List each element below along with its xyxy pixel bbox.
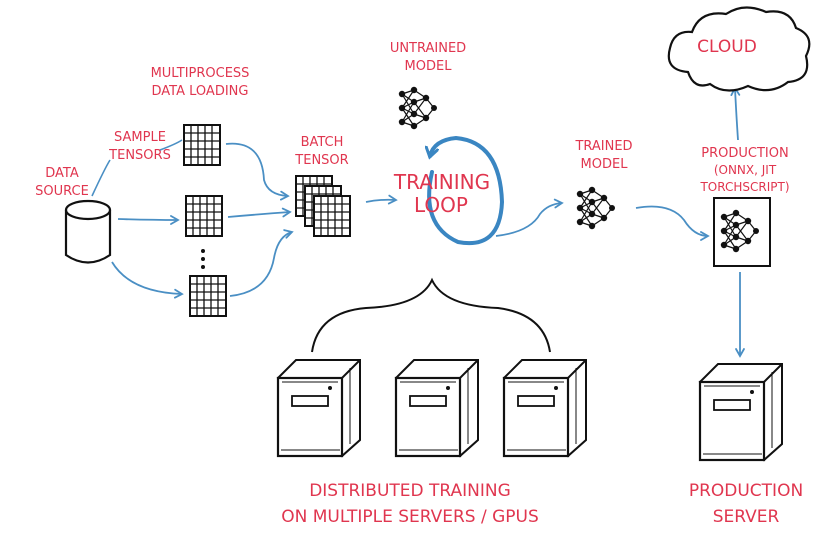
sample-pointer-line [91, 159, 111, 197]
training-server-icon-1 [276, 358, 362, 458]
multiprocess-label-2: DATA LOADING [152, 84, 249, 99]
training-server-icon-2 [394, 358, 480, 458]
trained-model-label-2: MODEL [581, 157, 629, 172]
training-loop-label-1: TRAINING [393, 170, 490, 194]
distributed-training-label-2: ON MULTIPLE SERVERS / GPUS [281, 507, 539, 527]
arrow-tensor2-to-batch [227, 207, 292, 218]
cloud-icon [667, 6, 811, 92]
untrained-model-label-1: UNTRAINED [390, 41, 466, 56]
untrained-neural-net-icon [398, 86, 438, 130]
batch-tensor-label-1: BATCH [301, 135, 344, 150]
tensor-grid-icon-1 [183, 124, 221, 166]
arrow-production-to-cloud [730, 86, 741, 141]
production-label-2: (ONNX, JIT [714, 163, 777, 177]
arrow-tensor1-to-batch [225, 142, 290, 201]
production-label-3: TORCHSCRIPT) [699, 180, 789, 194]
production-server-label-2: SERVER [713, 507, 780, 527]
multiprocess-label-1: MULTIPROCESS [151, 66, 250, 81]
arrow-trained-to-production [635, 205, 710, 241]
arrow-loop-to-trained [495, 198, 564, 237]
distributed-brace [311, 277, 551, 353]
arrow-source-to-tensor-3 [111, 261, 184, 299]
arrow-tensor3-to-batch [229, 229, 294, 297]
batch-tensor-label-2: TENSOR [294, 153, 348, 168]
arrow-batch-to-loop [365, 194, 398, 205]
training-loop-label-2: LOOP [414, 193, 468, 217]
sample-pointer-line-2 [159, 139, 183, 151]
ellipsis-dots-icon [201, 249, 205, 269]
batch-tensor-stack-icon [295, 175, 351, 237]
trained-neural-net-icon [576, 186, 616, 230]
data-source-cylinder-icon [64, 199, 112, 264]
arrow-source-to-tensor-2 [117, 215, 180, 225]
distributed-training-label-1: DISTRIBUTED TRAINING [309, 481, 511, 501]
production-model-document-icon [713, 197, 771, 267]
production-label-1: PRODUCTION [701, 146, 788, 161]
tensor-grid-icon-2 [185, 195, 223, 237]
training-loop-arrow-icon [429, 135, 505, 246]
sample-tensors-label-2: TENSORS [108, 148, 171, 163]
training-server-icon-3 [502, 358, 588, 458]
data-source-label-1: DATA [45, 166, 79, 181]
tensor-grid-icon-3 [189, 275, 227, 317]
sample-tensors-label-1: SAMPLE [114, 130, 166, 145]
cloud-label: CLOUD [697, 37, 757, 57]
data-source-label-2: SOURCE [35, 184, 89, 199]
production-server-label-1: PRODUCTION [689, 481, 803, 501]
untrained-model-label-2: MODEL [405, 59, 453, 74]
trained-model-label-1: TRAINED [574, 139, 632, 154]
production-server-icon [698, 362, 784, 462]
